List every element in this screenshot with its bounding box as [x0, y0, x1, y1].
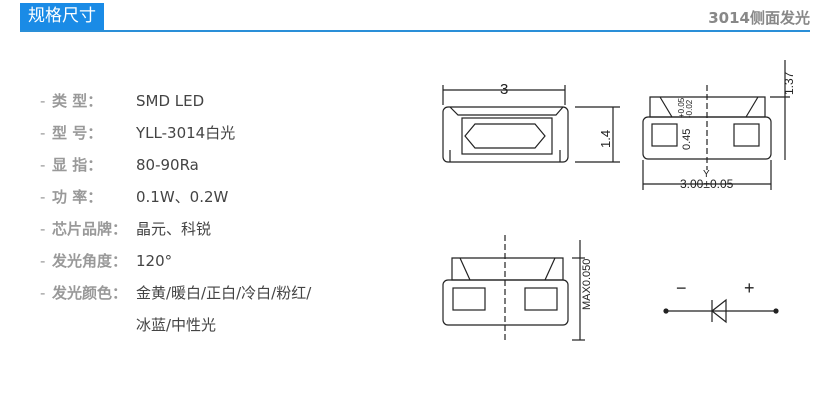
spec-value: 0.1W、0.2W	[136, 188, 229, 206]
spec-row: -芯片品牌：晶元、科锐	[40, 218, 376, 250]
end-view: MAX0.050	[442, 235, 593, 341]
spec-value: SMD LED	[136, 92, 205, 110]
spec-label: 发光颜色：	[52, 284, 128, 302]
spec-label: 类 型：	[52, 92, 103, 110]
spec-label: 型 号：	[52, 124, 103, 142]
dim-height: 1.4	[598, 130, 613, 148]
spec-row: -类 型：SMD LED	[40, 90, 376, 122]
spec-value: 金黄/暖白/正白/冷白/粉红/	[136, 284, 312, 302]
spec-value: 120°	[136, 252, 173, 270]
spec-row: -发光颜色：金黄/暖白/正白/冷白/粉红/	[40, 282, 376, 314]
dim-tol-minus: -0.02	[685, 99, 694, 118]
spec-value: 80-90Ra	[136, 156, 199, 174]
dim-width: 3	[500, 81, 508, 98]
spec-value: 冰蓝/中性光	[136, 316, 217, 334]
spec-row: -发光角度：120°	[40, 250, 376, 282]
top-view: 3 1.4	[442, 81, 620, 163]
anode-label: +	[744, 278, 755, 298]
diode-symbol-icon: − +	[663, 278, 779, 324]
axis-label: Y	[703, 169, 710, 180]
dim-max: MAX0.050	[581, 259, 593, 310]
spec-label: 显 指：	[52, 156, 103, 174]
dim-bottom-width: 3.00±0.05	[680, 177, 734, 191]
cathode-label: −	[676, 278, 687, 298]
dim-tolerance: 0.45	[681, 129, 693, 150]
spec-label: 功 率：	[52, 188, 103, 206]
spec-label: 芯片品牌：	[52, 220, 128, 238]
dim-total-height: 1.37	[782, 71, 796, 95]
product-name: 3014侧面发光	[708, 9, 810, 27]
spec-value: 晶元、科锐	[136, 220, 212, 238]
dim-tol-plus: +0.05	[677, 97, 686, 118]
spec-row-cont: 冰蓝/中性光	[40, 314, 376, 346]
section-header: 规格尺寸 3014侧面发光	[20, 3, 810, 32]
spec-list: -类 型：SMD LED -型 号：YLL-3014白光 -显 指：80-90R…	[40, 90, 376, 346]
spec-row: -功 率：0.1W、0.2W	[40, 186, 376, 218]
spec-row: -型 号：YLL-3014白光	[40, 122, 376, 154]
spec-label: 发光角度：	[52, 252, 128, 270]
side-view: 1.37 0.45 +0.05 -0.02 Y 3.00±0.05	[642, 60, 796, 191]
section-title: 规格尺寸	[20, 3, 104, 30]
spec-value: YLL-3014白光	[136, 124, 236, 142]
spec-row: -显 指：80-90Ra	[40, 154, 376, 186]
